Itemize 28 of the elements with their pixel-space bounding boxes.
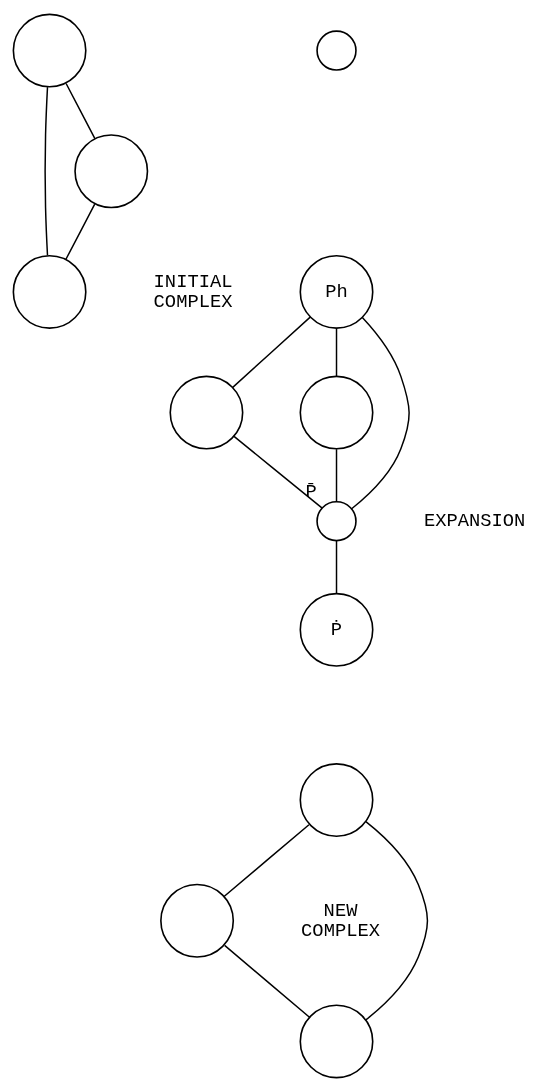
node-label: P̄	[305, 480, 317, 503]
node-circle	[299, 1003, 374, 1078]
node-circle: Ṗ	[299, 592, 374, 667]
label: EXPANSION	[423, 509, 526, 532]
connector	[335, 327, 338, 377]
node-circle	[299, 375, 374, 450]
connector	[223, 944, 311, 1018]
connector	[223, 823, 310, 897]
connector	[65, 202, 96, 260]
node-circle: Ph	[299, 254, 374, 329]
label: INITIAL COMPLEX	[153, 270, 233, 313]
connector	[232, 315, 311, 388]
label: NEW COMPLEX	[301, 899, 380, 942]
connector	[233, 435, 323, 509]
node-circle	[12, 13, 87, 88]
node-circle	[74, 133, 149, 208]
node-circle	[160, 883, 235, 958]
connector	[65, 82, 96, 139]
node-circle	[12, 254, 87, 329]
connector	[365, 820, 429, 1021]
connector	[350, 316, 410, 510]
node-circle	[316, 29, 357, 71]
connector	[44, 85, 49, 256]
node-circle	[299, 762, 374, 837]
node-circle	[316, 500, 357, 541]
node-circle	[169, 375, 244, 450]
connector	[335, 447, 338, 502]
connector	[335, 539, 338, 594]
